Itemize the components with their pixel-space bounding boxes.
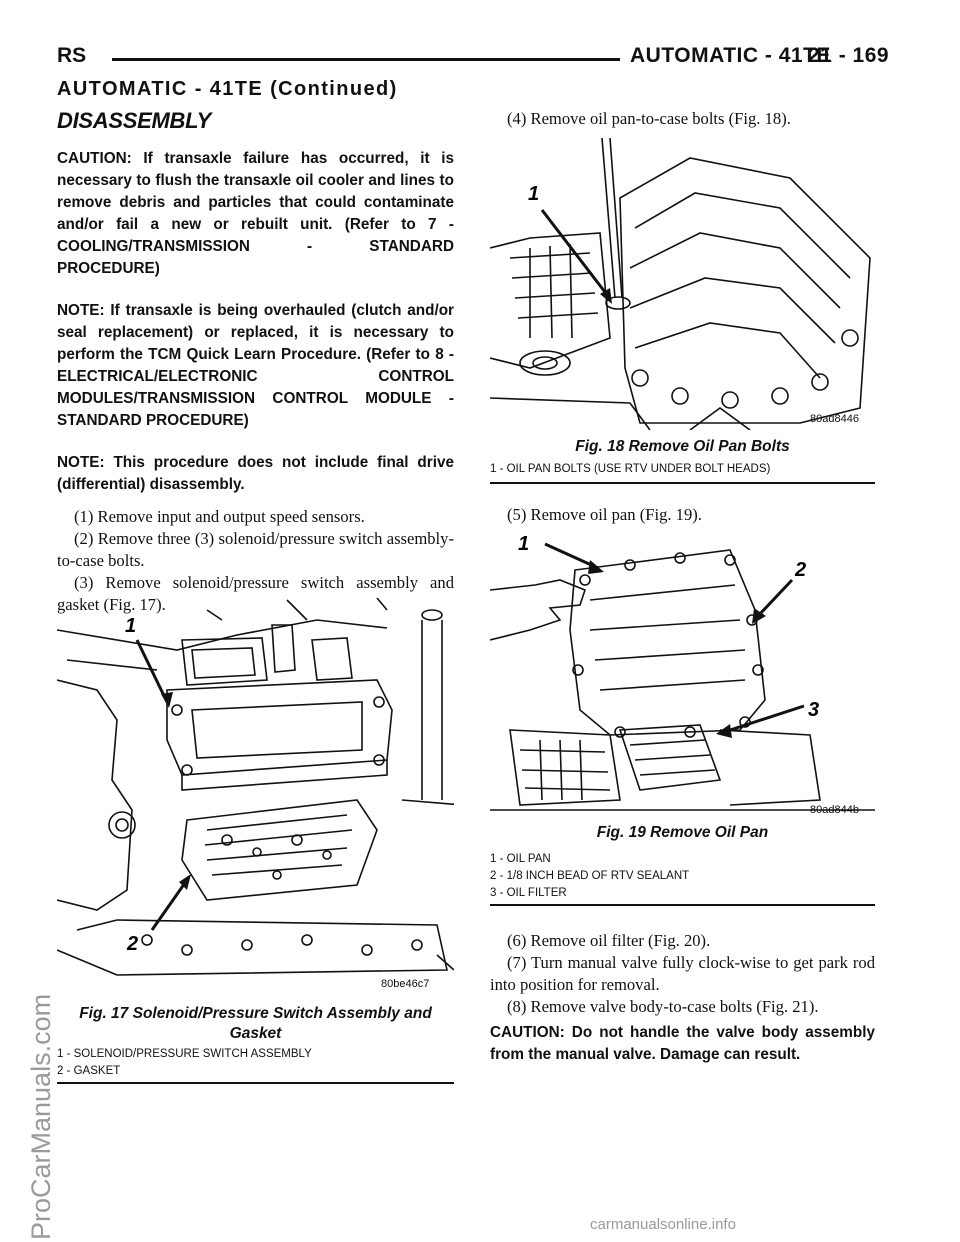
note-quick-learn: NOTE: If transaxle is being overhauled (… (57, 302, 454, 429)
fig18-caption: Fig. 18 Remove Oil Pan Bolts (575, 438, 790, 455)
section-heading: DISASSEMBLY (57, 108, 211, 133)
oil-pan-bolts-drawing: 1 (490, 138, 871, 430)
fig19-caption: Fig. 19 Remove Oil Pan (596, 824, 769, 841)
fig18-illustration: 1 80ad8446 (490, 138, 875, 430)
step-5: (5) Remove oil pan (Fig. 19). (507, 505, 702, 524)
fig17-legend-item-1: 1 - SOLENOID/PRESSURE SWITCH ASSEMBLY (57, 1048, 312, 1060)
step-3: (3) Remove solenoid/pressure switch asse… (57, 573, 454, 614)
step-6: (6) Remove oil filter (Fig. 20). (507, 931, 711, 950)
oil-pan-removal-drawing: 1 2 3 (490, 533, 875, 811)
fig17-callout-2: 2 (126, 933, 138, 955)
fig19-legend-item-1: 1 - OIL PAN (490, 853, 551, 865)
fig19-legend-item-2: 2 - 1/8 INCH BEAD OF RTV SEALANT (490, 870, 690, 882)
fig18-legend: 1 - OIL PAN BOLTS (USE RTV UNDER BOLT HE… (490, 461, 770, 478)
fig19-legend-item-3: 3 - OIL FILTER (490, 887, 567, 899)
fig18-bottom-rule (490, 482, 875, 484)
fig17-caption: Fig. 17 Solenoid/Pressure Switch Assembl… (79, 1005, 432, 1042)
fig19-callout-3: 3 (808, 699, 819, 721)
fig17-callout-1: 1 (125, 615, 136, 637)
header-rule (112, 58, 620, 61)
step-2: (2) Remove three (3) solenoid/pressure s… (57, 529, 454, 570)
fig17-bottom-rule (57, 1082, 454, 1084)
step-7: (7) Turn manual valve fully clock-wise t… (490, 953, 875, 994)
caution-flush-cooler: CAUTION: If transaxle failure has occurr… (57, 150, 454, 277)
step-4: (4) Remove oil pan-to-case bolts (Fig. 1… (507, 109, 791, 128)
solenoid-assembly-drawing: 1 2 (57, 597, 454, 976)
fig19-illustration: 1 2 3 80ad844b (490, 530, 875, 820)
fig19-bottom-rule (490, 904, 875, 906)
fig19-callout-2: 2 (794, 559, 806, 581)
fig17-code: 80be46c7 (381, 978, 430, 990)
fig17-illustration: 1 2 80be46c7 (57, 590, 454, 990)
fig18-legend-item-1: 1 - OIL PAN BOLTS (USE RTV UNDER BOLT HE… (490, 463, 771, 475)
fig19-legend: 1 - OIL PAN 2 - 1/8 INCH BEAD OF RTV SEA… (490, 851, 689, 902)
fig19-callout-1: 1 (518, 533, 529, 555)
fig17-legend-item-2: 2 - GASKET (57, 1065, 121, 1077)
left-column: DISASSEMBLY CAUTION: If transaxle failur… (57, 108, 454, 616)
fig17-legend: 1 - SOLENOID/PRESSURE SWITCH ASSEMBLY 2 … (57, 1046, 312, 1080)
watermark-vertical: ProCarManuals.com (26, 993, 56, 1240)
continued-title: AUTOMATIC - 41TE (Continued) (57, 78, 398, 100)
header-manual-code: RS (57, 44, 87, 67)
step-8: (8) Remove valve body-to-case bolts (Fig… (507, 997, 819, 1016)
header-section-title: AUTOMATIC - 41TE (630, 44, 831, 67)
page-number: 21 - 169 (808, 44, 890, 67)
fig19-code: 80ad844b (810, 804, 859, 816)
fig18-code: 80ad8446 (810, 413, 859, 425)
caution-valve-body: CAUTION: Do not handle the valve body as… (490, 1024, 875, 1063)
note-final-drive: NOTE: This procedure does not include fi… (57, 454, 454, 493)
footer-watermark-url: carmanualsonline.info (590, 1216, 736, 1233)
fig18-callout-1: 1 (528, 183, 539, 205)
step-1: (1) Remove input and output speed sensor… (74, 507, 365, 526)
